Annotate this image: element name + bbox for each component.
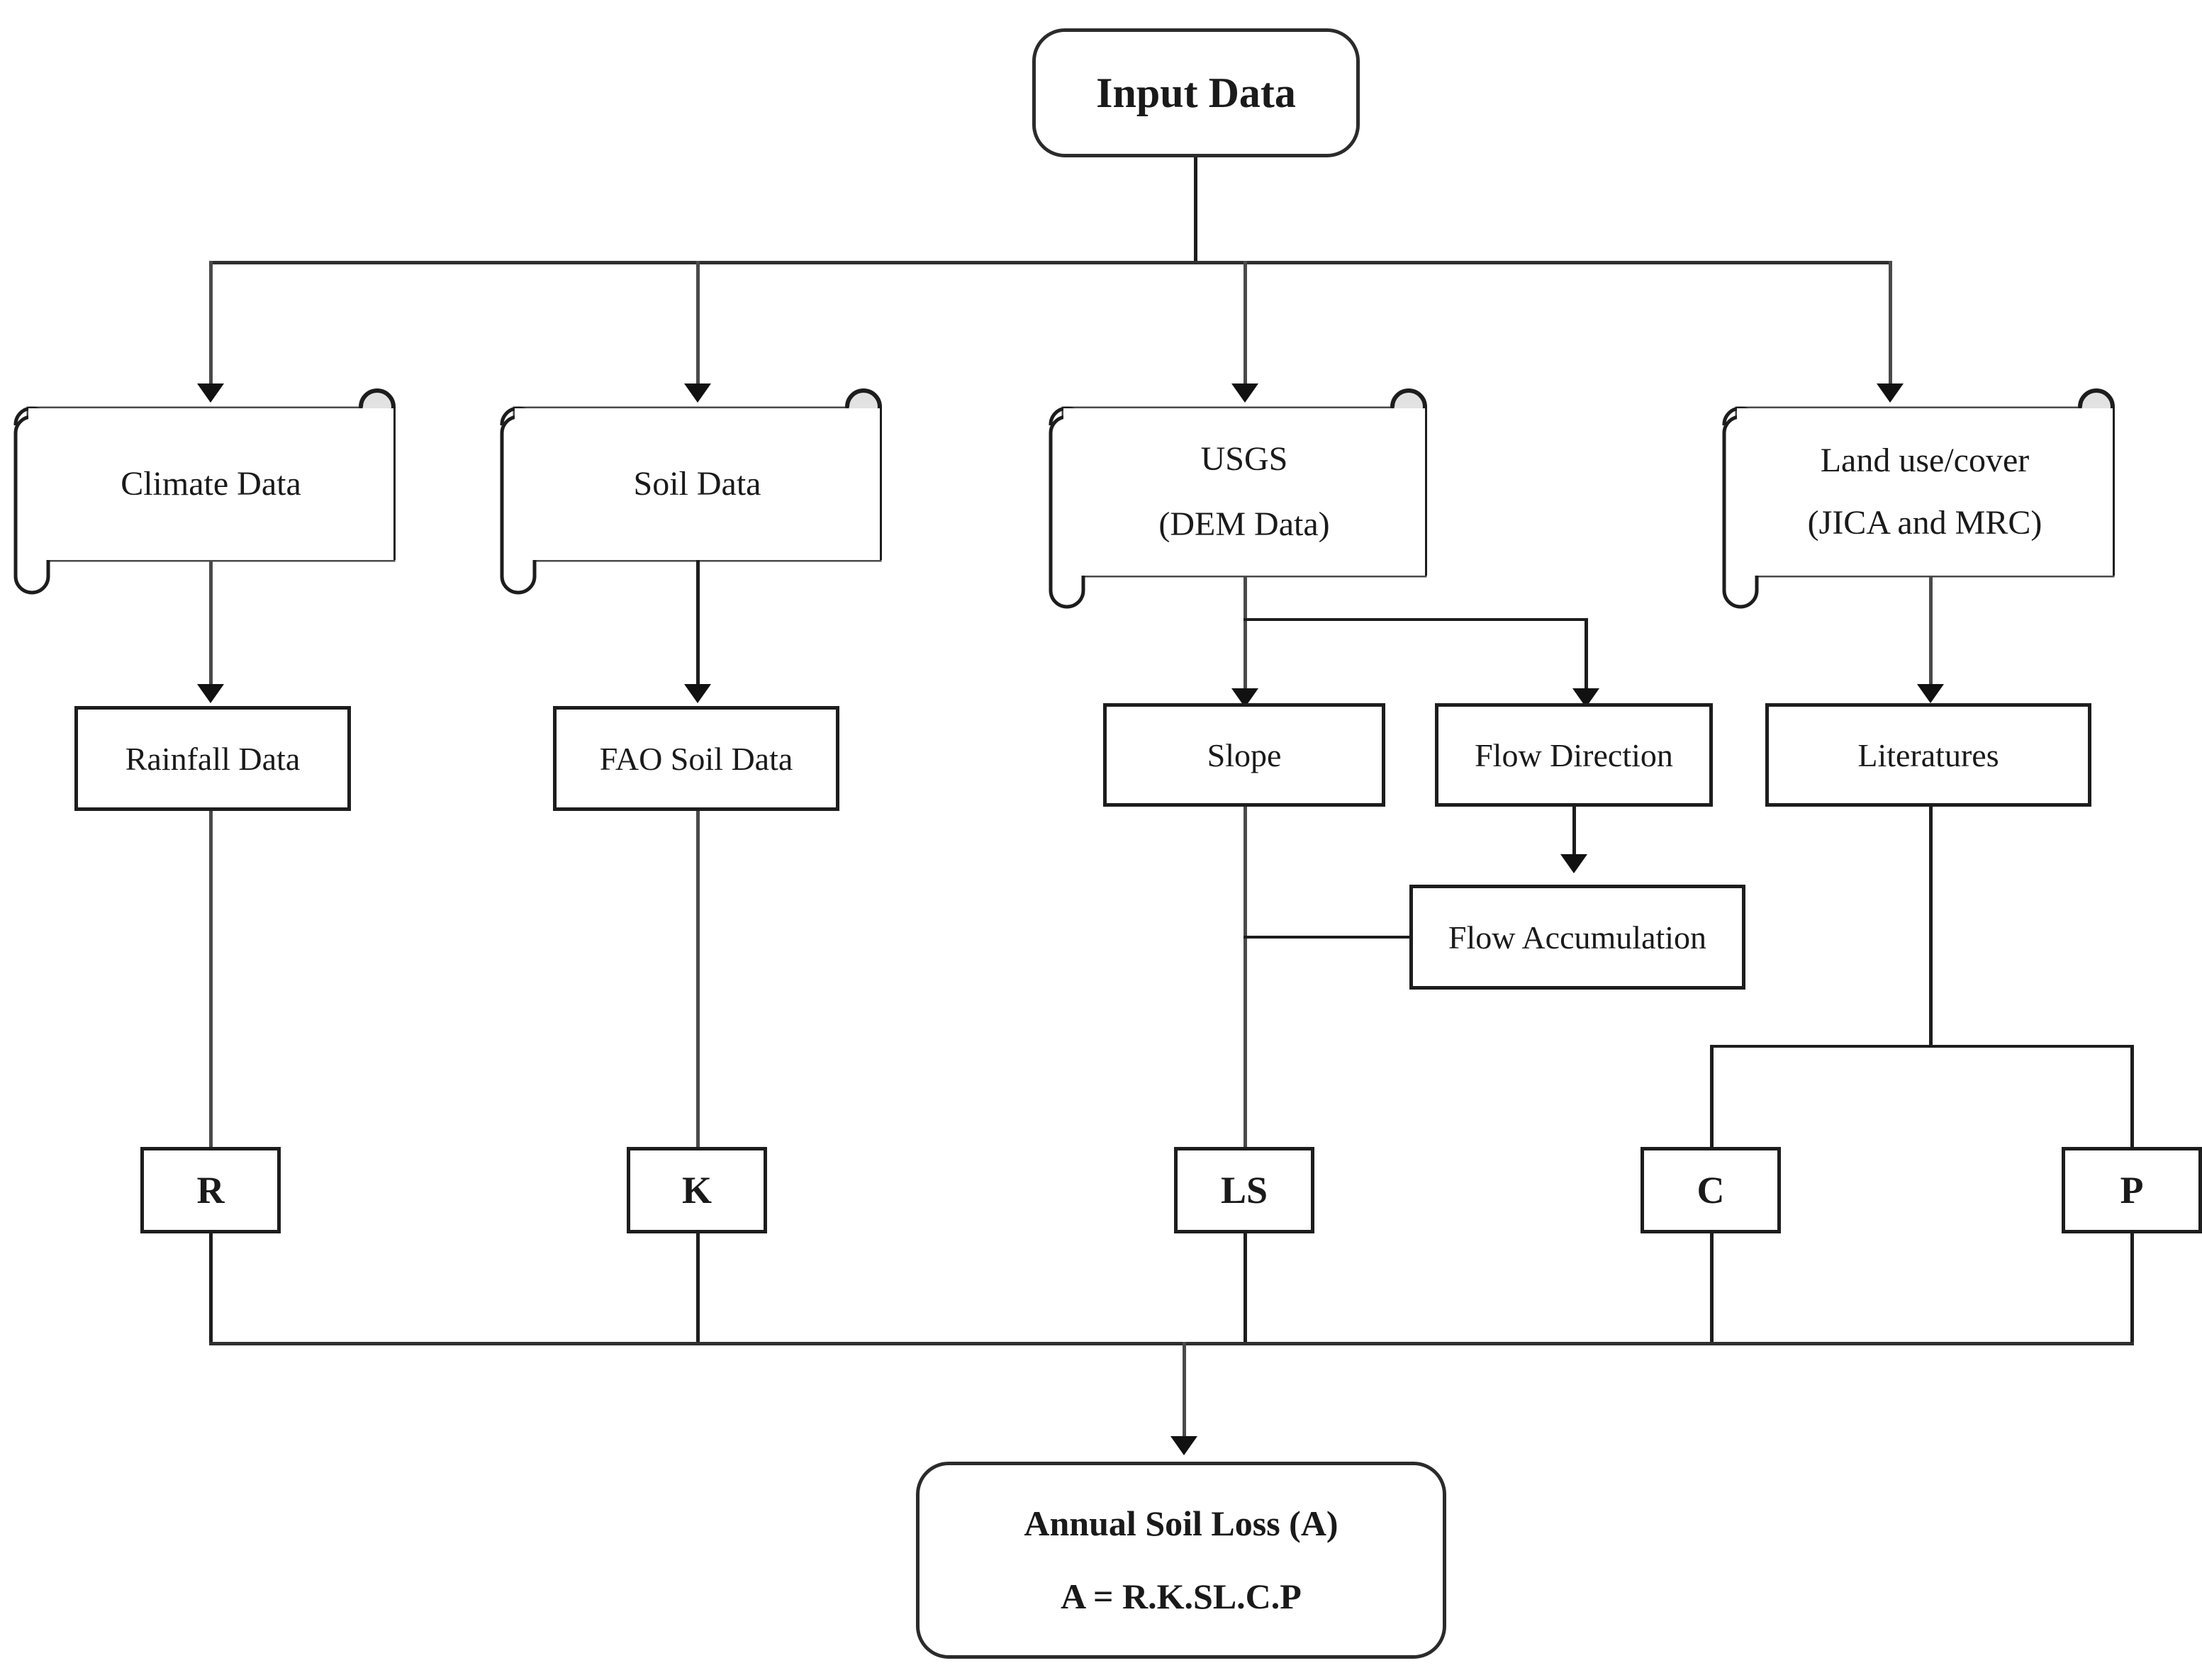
connector-soil-to-fao: [696, 560, 700, 689]
node-rainfall-data: Rainfall Data: [74, 706, 351, 811]
arrowhead-fao: [684, 684, 711, 703]
arrowhead-usgs: [1231, 383, 1258, 403]
node-climate-data: Climate Data: [28, 408, 393, 560]
connector-slope-to-ls: [1243, 807, 1247, 1155]
node-slope: Slope: [1103, 703, 1385, 807]
factor-p-label: P: [2120, 1169, 2144, 1211]
bus-literature-split: [1710, 1045, 2134, 1048]
result-label-line2: A = R.K.SL.C.P: [1061, 1577, 1302, 1616]
node-factor-r: R: [140, 1147, 281, 1233]
bus-bottom-horizontal: [209, 1342, 2134, 1345]
node-flow-accumulation: Flow Accumulation: [1409, 885, 1745, 990]
connector-bus-to-soil: [696, 261, 700, 388]
landuse-label-line1: Land use/cover: [1820, 442, 2030, 479]
bus-top-horizontal: [209, 261, 1891, 264]
connector-literature-stem: [1929, 807, 1933, 1048]
arrowhead-climate: [197, 383, 224, 403]
usgs-label-line2: (DEM Data): [1158, 505, 1330, 543]
connector-usgs-branch-right: [1243, 618, 1588, 621]
arrowhead-literature: [1917, 684, 1944, 703]
node-flow-direction: Flow Direction: [1435, 703, 1713, 807]
factor-k-label: K: [681, 1169, 712, 1211]
node-factor-c: C: [1641, 1147, 1781, 1233]
usgs-label-line1: USGS: [1200, 440, 1288, 478]
soil-data-label: Soil Data: [633, 465, 761, 503]
connector-flowdir-to-flowacc: [1572, 807, 1576, 862]
factor-ls-label: LS: [1220, 1169, 1268, 1211]
connector-p-to-bus: [2130, 1233, 2134, 1345]
literatures-label: Literatures: [1857, 737, 1999, 773]
connector-split-to-p: [2130, 1045, 2134, 1158]
node-soil-data: Soil Data: [515, 408, 880, 560]
factor-c-label: C: [1697, 1169, 1725, 1211]
connector-k-to-bus: [696, 1233, 700, 1345]
connector-fao-to-k: [696, 811, 700, 1158]
connector-input-to-bus: [1194, 157, 1197, 262]
node-annual-soil-loss: Annual Soil Loss (A) A = R.K.SL.C.P: [916, 1462, 1446, 1659]
climate-data-label: Climate Data: [121, 465, 301, 503]
input-data-label: Input Data: [1096, 69, 1296, 116]
node-factor-ls: LS: [1174, 1147, 1314, 1233]
arrowhead-rainfall: [197, 684, 224, 703]
node-factor-p: P: [2062, 1147, 2202, 1233]
connector-split-to-c: [1710, 1045, 1714, 1158]
arrowhead-flowacc: [1560, 854, 1587, 873]
node-input-data: Input Data: [1032, 28, 1360, 157]
node-factor-k: K: [627, 1147, 767, 1233]
connector-branch-to-flowdir: [1585, 618, 1588, 698]
flow-direction-label: Flow Direction: [1475, 737, 1673, 773]
rainfall-data-label: Rainfall Data: [125, 740, 301, 777]
node-usgs: USGS (DEM Data): [1063, 408, 1425, 576]
connector-bus-to-usgs: [1243, 261, 1247, 388]
fao-soil-data-label: FAO Soil Data: [599, 740, 793, 777]
arrowhead-result: [1170, 1436, 1197, 1455]
arrowhead-soil: [684, 383, 711, 403]
result-label-line1: Annual Soil Loss (A): [1024, 1503, 1338, 1543]
connector-ls-to-bus: [1243, 1233, 1247, 1345]
node-landuse: Land use/cover (JICA and MRC): [1737, 408, 2113, 576]
connector-r-to-bus: [209, 1233, 213, 1345]
connector-c-to-bus: [1710, 1233, 1714, 1345]
connector-usgs-stem: [1243, 576, 1247, 698]
connector-rainfall-to-r: [209, 811, 213, 1158]
landuse-label-line2: (JICA and MRC): [1807, 504, 2042, 542]
connector-bus-to-result: [1183, 1342, 1186, 1447]
connector-bus-to-climate: [209, 261, 213, 388]
connector-climate-to-rainfall: [209, 560, 213, 689]
factor-r-label: R: [196, 1169, 225, 1211]
arrowhead-landuse: [1877, 383, 1904, 403]
node-literatures: Literatures: [1765, 703, 2091, 807]
flow-accumulation-label: Flow Accumulation: [1448, 919, 1707, 956]
slope-label: Slope: [1207, 737, 1282, 773]
connector-slope-to-flowacc: [1243, 936, 1412, 939]
node-fao-soil-data: FAO Soil Data: [553, 706, 839, 811]
connector-landuse-to-literature: [1929, 576, 1933, 689]
connector-bus-to-landuse: [1889, 261, 1892, 388]
